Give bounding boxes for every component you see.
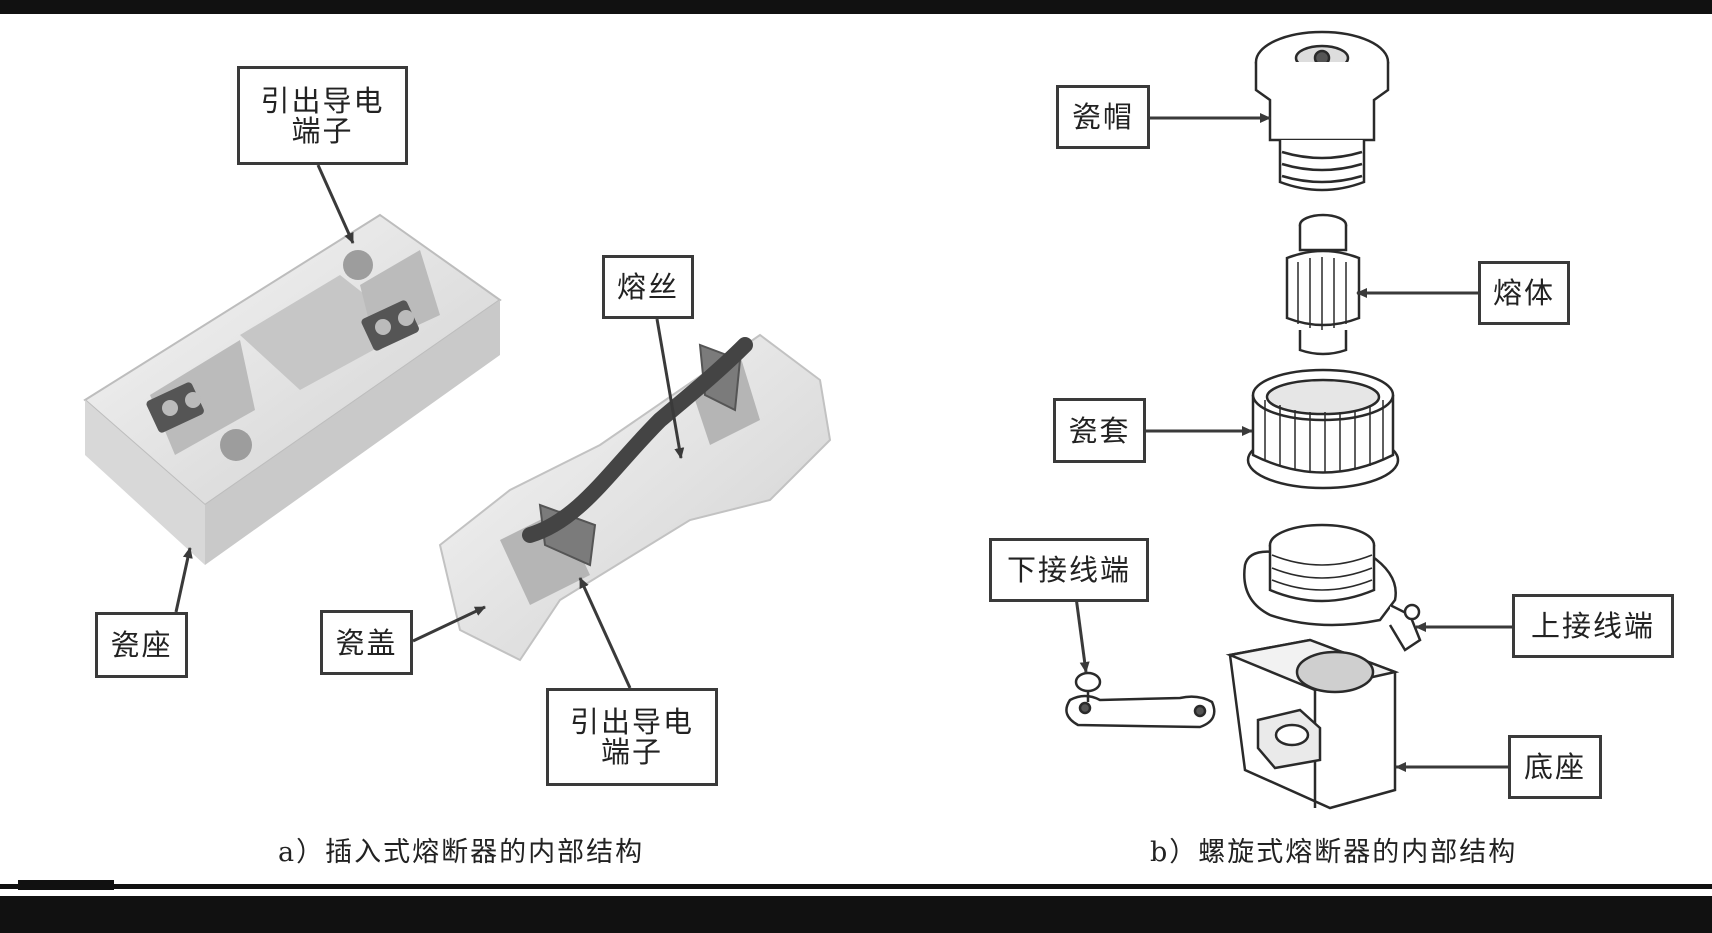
- porcelain-cover-illustration: [438, 333, 832, 662]
- label-base: 底座: [1508, 735, 1602, 799]
- bottom-rule-thick: [0, 896, 1712, 933]
- upper-terminal-illustration: [1243, 523, 1422, 652]
- caption-screw-fuse: b）螺旋式熔断器的内部结构: [1150, 837, 1518, 868]
- caption-plug-in-fuse: a）插入式熔断器的内部结构: [278, 837, 645, 868]
- porcelain-base-illustration: [83, 213, 502, 565]
- label-porcelain-sleeve: 瓷套: [1053, 398, 1146, 463]
- corner-mark: [18, 880, 114, 890]
- label-porcelain-cap: 瓷帽: [1056, 85, 1150, 149]
- label-fuse-body: 熔体: [1478, 261, 1570, 325]
- lower-terminal-illustration: [1065, 671, 1216, 729]
- bottom-rule-thin: [0, 884, 1712, 889]
- base-illustration: [1225, 638, 1400, 810]
- label-fuse-wire: 熔丝: [602, 255, 694, 319]
- label-lower-terminal: 下接线端: [989, 538, 1149, 602]
- label-upper-terminal: 上接线端: [1512, 594, 1674, 658]
- label-terminal-top: 引出导电 端子: [237, 66, 408, 165]
- label-terminal-bottom: 引出导电 端子: [546, 688, 718, 786]
- porcelain-sleeve-illustration: [1246, 368, 1400, 490]
- corner-block: [1517, 912, 1653, 933]
- porcelain-cap-illustration: [1254, 30, 1390, 192]
- label-porcelain-cover: 瓷盖: [320, 610, 413, 675]
- label-porcelain-base: 瓷座: [95, 612, 188, 678]
- top-rule: [0, 0, 1712, 14]
- fuse-body-illustration: [1285, 213, 1361, 356]
